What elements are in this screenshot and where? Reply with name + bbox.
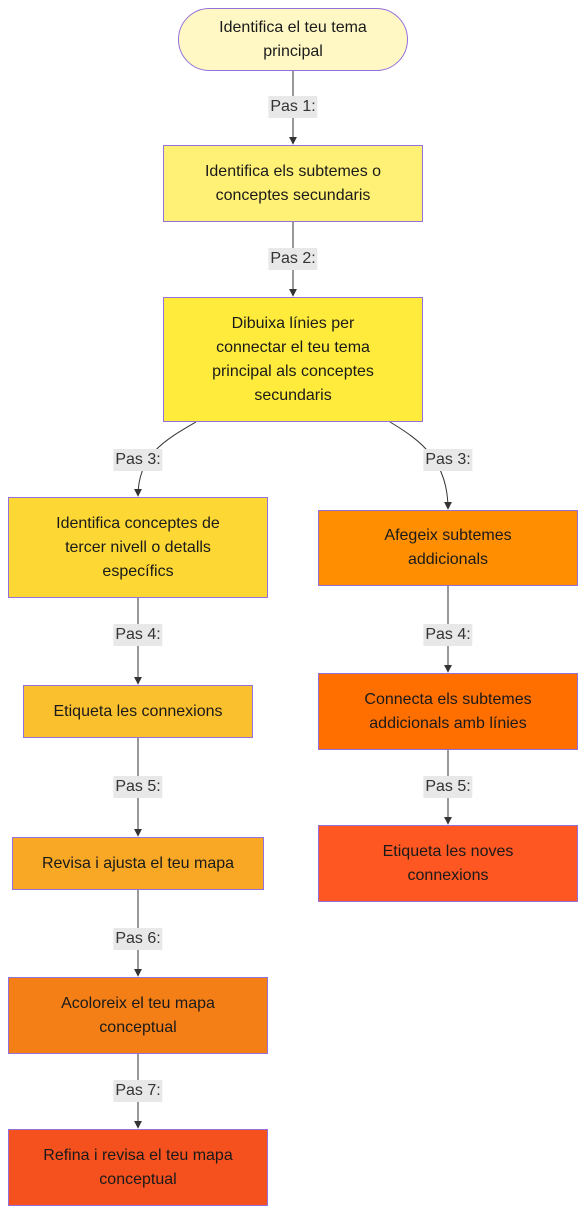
node-third-level-label: Identifica conceptes de tercer nivell o …: [56, 514, 220, 580]
node-extra-subtopics-label: Afegeix subtemes addicionals: [384, 527, 512, 568]
edge-label-step-4-right: Pas 4:: [423, 624, 473, 646]
edge-label-step-1: Pas 1:: [268, 96, 318, 118]
edge-label-step-5-right: Pas 5:: [423, 776, 473, 798]
edge-label-step-2: Pas 2:: [268, 248, 318, 270]
edge-label-step-3-right: Pas 3:: [423, 449, 473, 471]
edge-label-step-5-left: Pas 5:: [113, 776, 163, 798]
node-third-level: Identifica conceptes de tercer nivell o …: [8, 497, 268, 598]
node-label-new: Etiqueta les noves connexions: [318, 825, 578, 902]
node-draw-lines: Dibuixa línies per connectar el teu tema…: [163, 297, 423, 422]
edge-label-step-7: Pas 7:: [113, 1080, 163, 1102]
node-color-map-label: Acoloreix el teu mapa conceptual: [61, 994, 215, 1036]
node-connect-extra: Connecta els subtemes addicionals amb lí…: [318, 673, 578, 750]
node-review-label: Revisa i ajusta el teu mapa: [41, 854, 235, 872]
node-draw-lines-label: Dibuixa línies per connectar el teu tema…: [212, 314, 374, 404]
node-subtopics: Identifica els subtemes o conceptes secu…: [163, 145, 423, 222]
edge-label-step-3-left: Pas 3:: [113, 449, 163, 471]
node-main-topic-label: Identifica el teu tema principal: [219, 18, 367, 60]
node-refine: Refina i revisa el teu mapa conceptual: [8, 1129, 268, 1206]
node-subtopics-label: Identifica els subtemes o conceptes secu…: [204, 162, 382, 204]
edge-label-step-6: Pas 6:: [113, 928, 163, 950]
node-color-map: Acoloreix el teu mapa conceptual: [8, 977, 268, 1054]
node-main-topic: Identifica el teu tema principal: [178, 8, 408, 71]
node-label-connections-label: Etiqueta les connexions: [53, 702, 223, 720]
node-refine-label: Refina i revisa el teu mapa conceptual: [43, 1146, 233, 1188]
node-extra-subtopics: Afegeix subtemes addicionals: [318, 510, 578, 586]
node-label-connections: Etiqueta les connexions: [23, 685, 253, 738]
node-review: Revisa i ajusta el teu mapa: [12, 837, 264, 890]
edge-label-step-4-left: Pas 4:: [113, 624, 163, 646]
node-label-new-label: Etiqueta les noves connexions: [382, 842, 514, 884]
node-connect-extra-label: Connecta els subtemes addicionals amb lí…: [364, 690, 532, 732]
